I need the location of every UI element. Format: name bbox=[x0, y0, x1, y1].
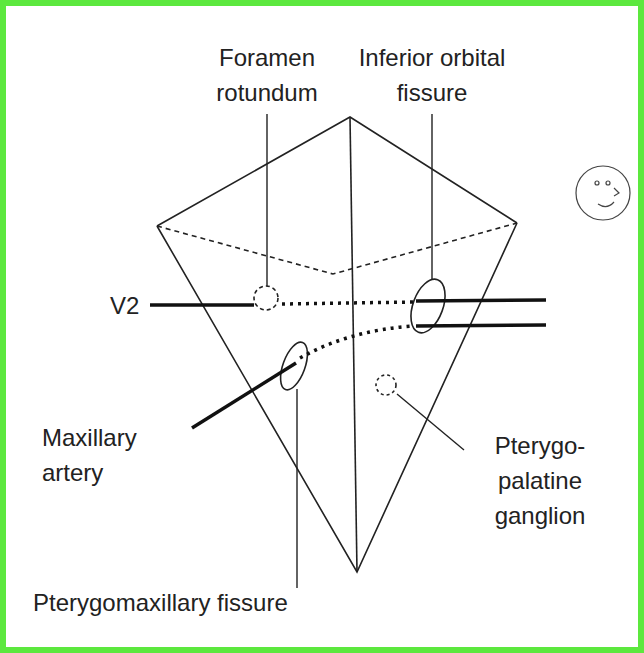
maxillary-artery bbox=[300, 326, 414, 358]
pyramid-edge bbox=[157, 117, 517, 226]
v2-nerve bbox=[282, 302, 414, 304]
part-label: Inferior orbital fissure bbox=[322, 40, 542, 110]
v2-nerve bbox=[150, 303, 254, 307]
leader-line bbox=[397, 394, 464, 450]
part-label: Pterygo- palatine ganglion bbox=[475, 428, 605, 533]
v2-nerve bbox=[416, 300, 546, 301]
leader-line bbox=[266, 114, 267, 286]
ganglion bbox=[376, 375, 396, 395]
part-label: Maxillary artery bbox=[42, 420, 182, 490]
pyramid-edge bbox=[157, 223, 517, 572]
leader-line bbox=[431, 114, 432, 280]
foramen-rotundum bbox=[254, 286, 278, 310]
maxillary-artery bbox=[192, 363, 296, 428]
face-icon bbox=[576, 166, 630, 220]
pyramid-edge bbox=[350, 117, 357, 572]
part-label: Pterygomaxillary fissure bbox=[33, 585, 393, 620]
leader-line bbox=[296, 389, 297, 588]
hidden-edge bbox=[157, 223, 517, 274]
part-label: V2 bbox=[110, 288, 150, 323]
part-label: Foramen rotundum bbox=[187, 40, 347, 110]
maxillary-artery bbox=[416, 325, 546, 326]
inferior-orbital-fissure bbox=[404, 275, 451, 338]
